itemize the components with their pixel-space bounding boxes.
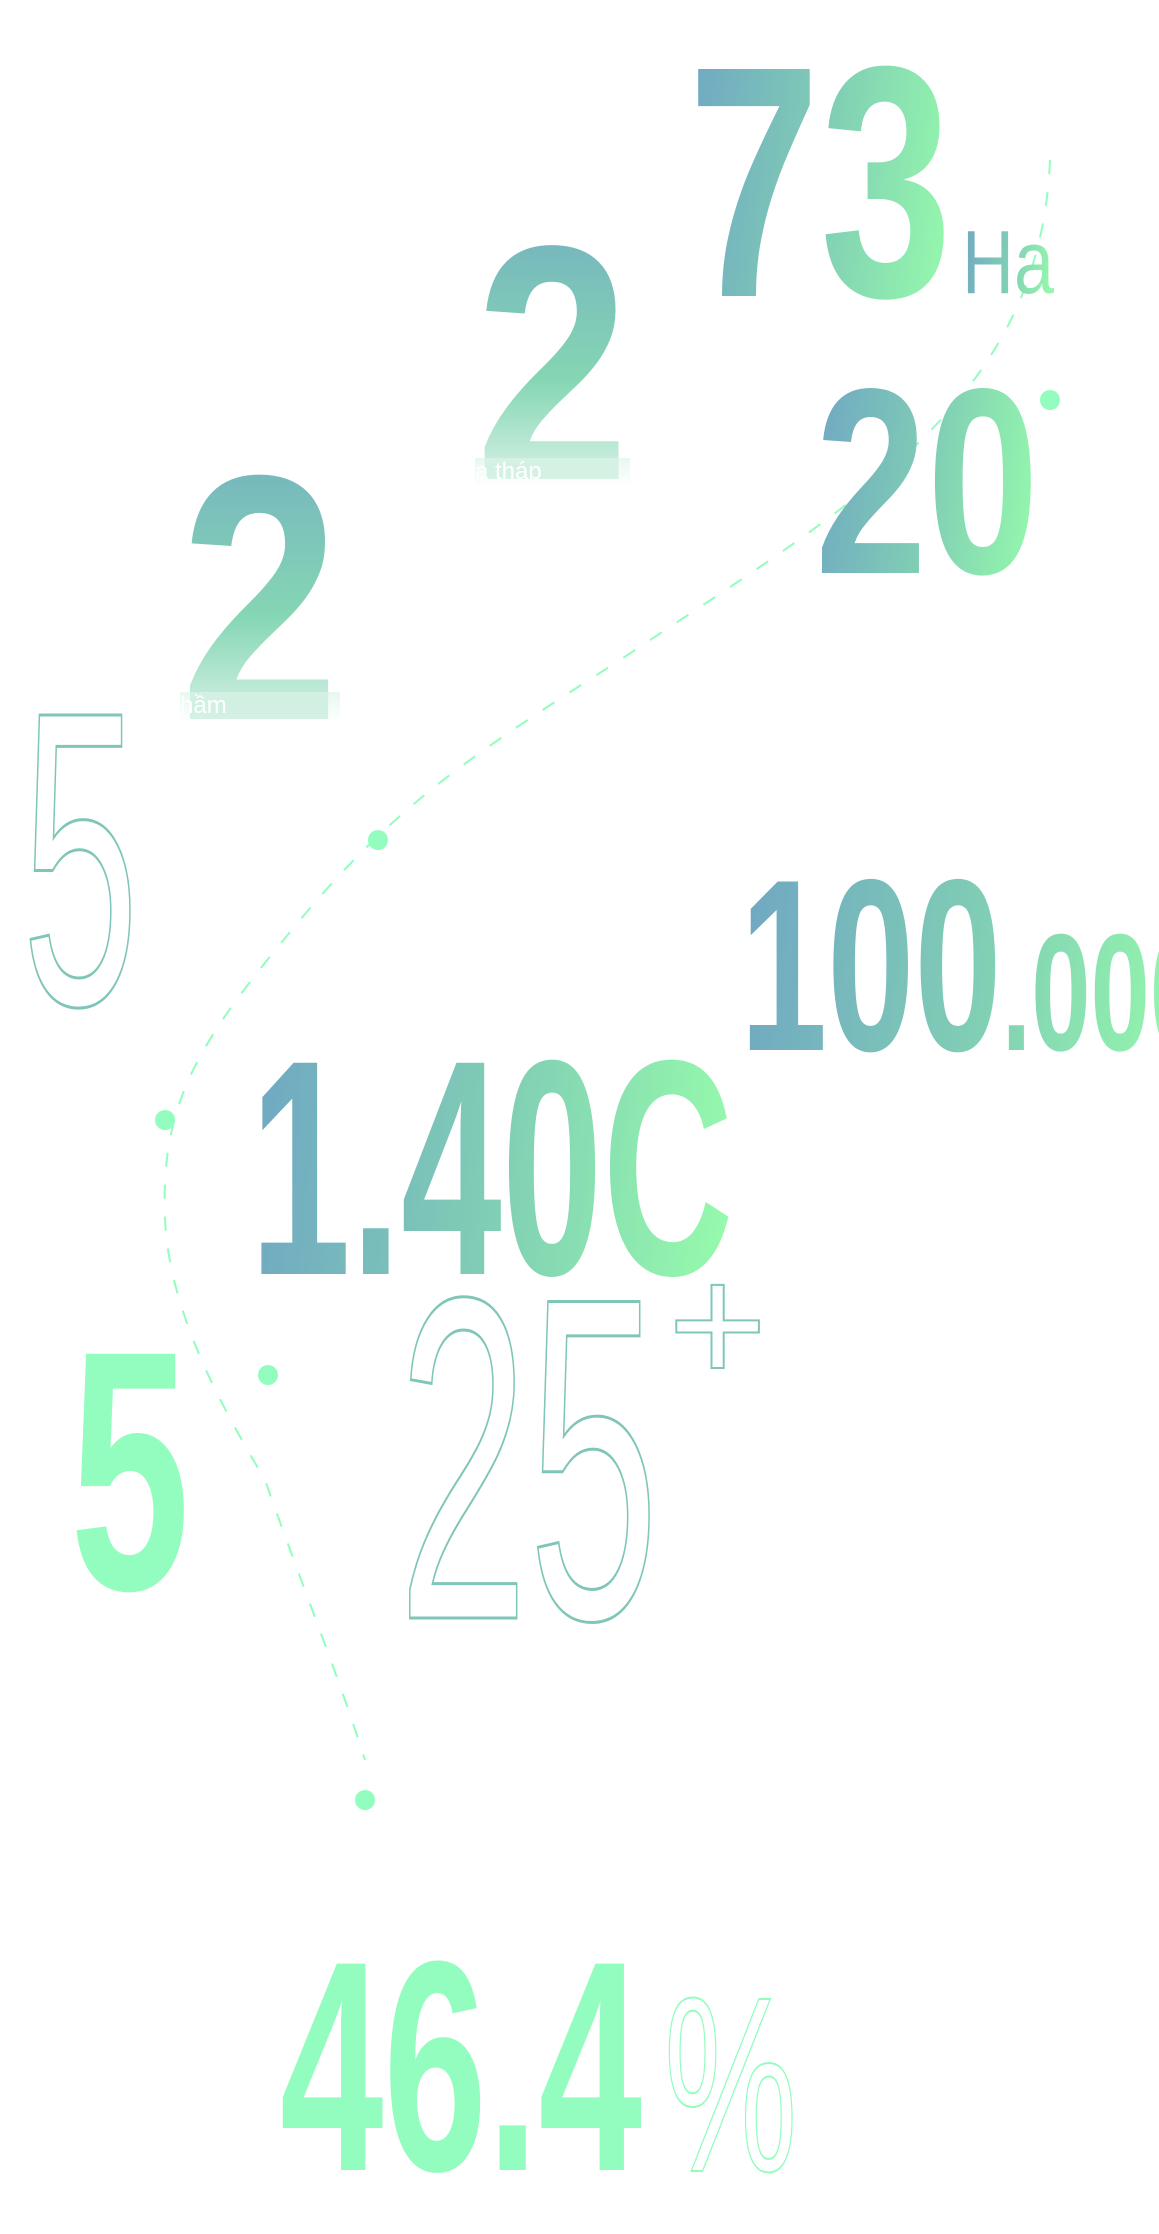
ratio-value: 46.4 [280,1898,643,2234]
population-main: 100 [740,828,1002,1102]
basements-label: hầm [180,692,340,722]
population-value: 100.000 [740,843,1159,1088]
amount-value: 1.40C [250,997,734,1340]
dashed-curve [163,159,1051,1761]
towers-label: a tháp [475,458,630,486]
timeline-dot [258,1365,278,1385]
population-suffix: .000 [1001,900,1150,1086]
outline-five-value: 5 [21,625,139,1094]
floors-value: 20 [815,334,1040,630]
area-value: 73 [688,0,953,366]
timeline-dot [1040,390,1060,410]
ratio-unit: % [663,1945,798,2224]
timeline-path [155,159,1060,1810]
amenities-plus: + [667,1230,768,1420]
area-unit: Ha [962,213,1055,313]
timeline-dot [155,1110,175,1130]
amenities-value: 25 [397,1203,659,1716]
solid-five-value: 5 [70,1280,190,1662]
timeline-dot [368,830,388,850]
timeline-dot [355,1790,375,1810]
